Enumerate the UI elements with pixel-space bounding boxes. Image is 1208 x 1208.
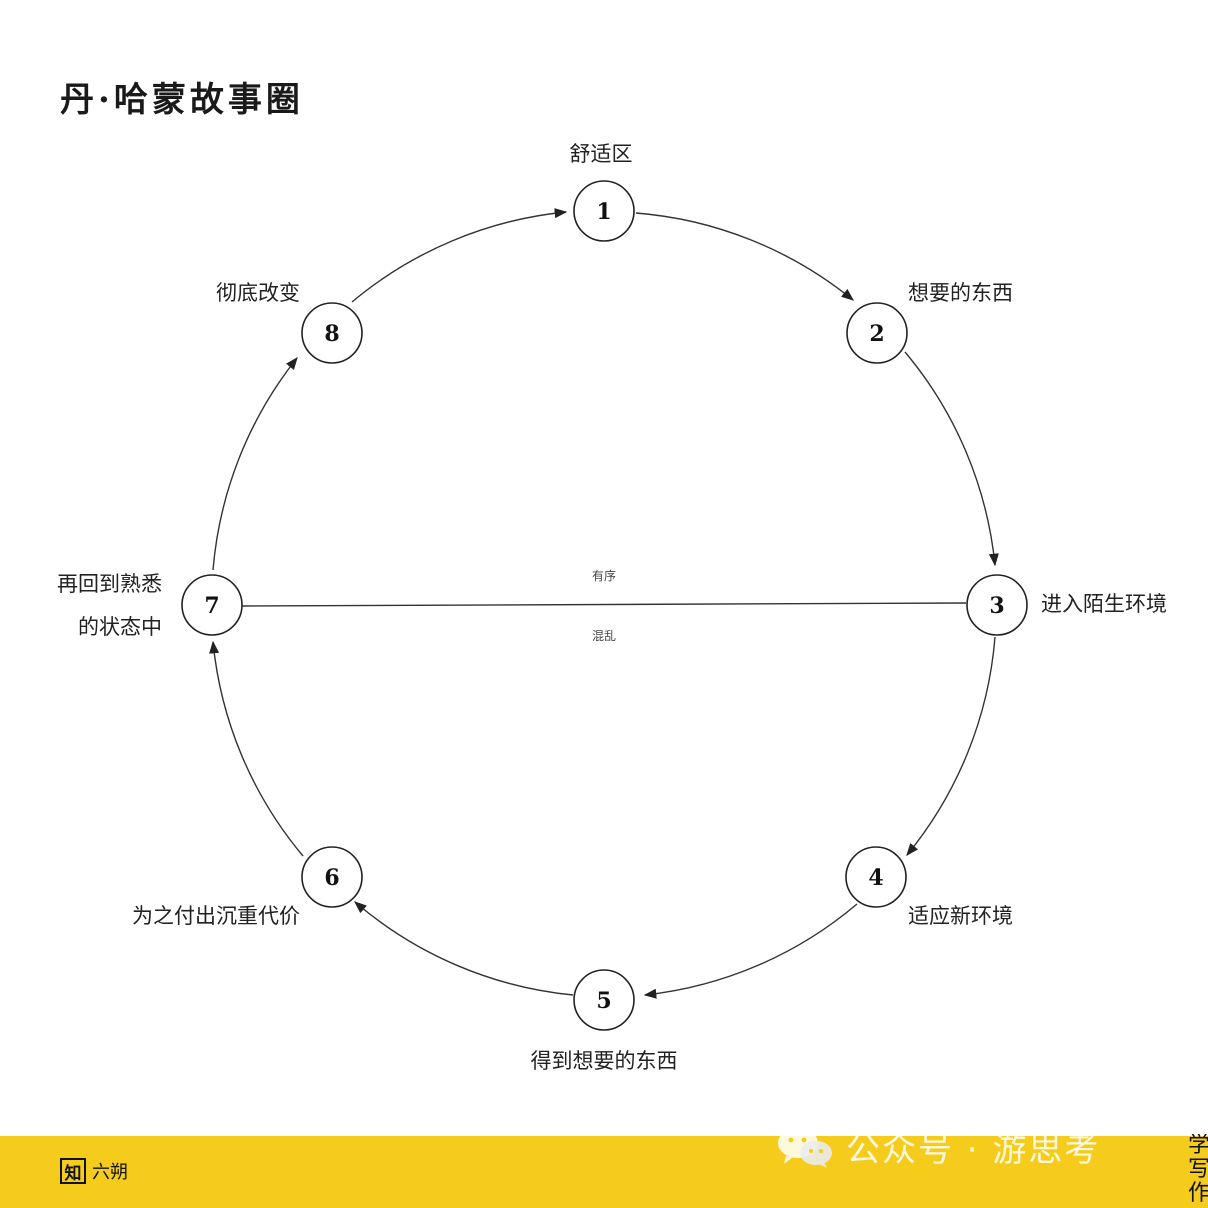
wechat-icon (778, 1127, 832, 1168)
arc-2-3 (904, 351, 999, 567)
node-5-number: 5 (596, 988, 611, 1014)
node-4-number: 4 (868, 865, 883, 891)
node-6: 6 (301, 846, 363, 908)
watermark: 公众号 · 游思考 (776, 1122, 1100, 1171)
arc-1-2 (635, 212, 854, 301)
node-2-number: 2 (869, 321, 884, 347)
node-2-label: 想要的东西 (908, 281, 1013, 305)
node-7-label-line2: 的状态中 (78, 615, 162, 639)
node-8-label: 彻底改变 (216, 281, 300, 305)
edge-text: 学写作 (1188, 1134, 1208, 1206)
node-4-label: 适应新环境 (908, 904, 1013, 928)
arc-6-7 (209, 640, 304, 857)
node-8: 8 (301, 302, 363, 364)
brand-name: 六朔 (92, 1162, 128, 1183)
node-7-label-line1: 再回到熟悉 (57, 572, 162, 596)
arc-8-1 (351, 208, 568, 303)
node-3-label: 进入陌生环境 (1041, 592, 1167, 616)
node-6-label: 为之付出沉重代价 (132, 904, 300, 928)
arc-4-5 (643, 903, 858, 999)
page-title: 丹·哈蒙故事圈 (60, 80, 304, 120)
node-8-number: 8 (324, 321, 339, 347)
node-1-number: 1 (596, 199, 611, 225)
node-1: 1 (573, 180, 635, 242)
axis-lower-label: 混乱 (592, 629, 616, 643)
node-6-number: 6 (324, 865, 339, 891)
node-7-number: 7 (204, 593, 219, 619)
node-1-label: 舒适区 (570, 142, 633, 166)
story-circle-diagram: 有序 混乱 1 舒适区 2 想要的东西 3 进入陌生环境 4 适应新环境 5 得… (57, 142, 1167, 1073)
footer-bar (0, 1136, 1208, 1208)
order-chaos-axis (241, 602, 967, 607)
arc-7-8 (212, 357, 298, 571)
arc-5-6 (354, 901, 574, 996)
node-5-label: 得到想要的东西 (531, 1049, 678, 1073)
node-3: 3 (966, 574, 1028, 636)
brand-mark: 知 六朔 (60, 1158, 128, 1184)
watermark-text: 公众号 · 游思考 (846, 1130, 1101, 1170)
node-4: 4 (845, 846, 907, 908)
node-3-number: 3 (989, 593, 1004, 619)
node-7: 7 (181, 574, 243, 636)
node-2: 2 (846, 302, 908, 364)
axis-upper-label: 有序 (592, 568, 616, 583)
brand-icon: 知 (60, 1158, 86, 1184)
arc-3-4 (906, 636, 996, 856)
node-5: 5 (573, 969, 635, 1031)
